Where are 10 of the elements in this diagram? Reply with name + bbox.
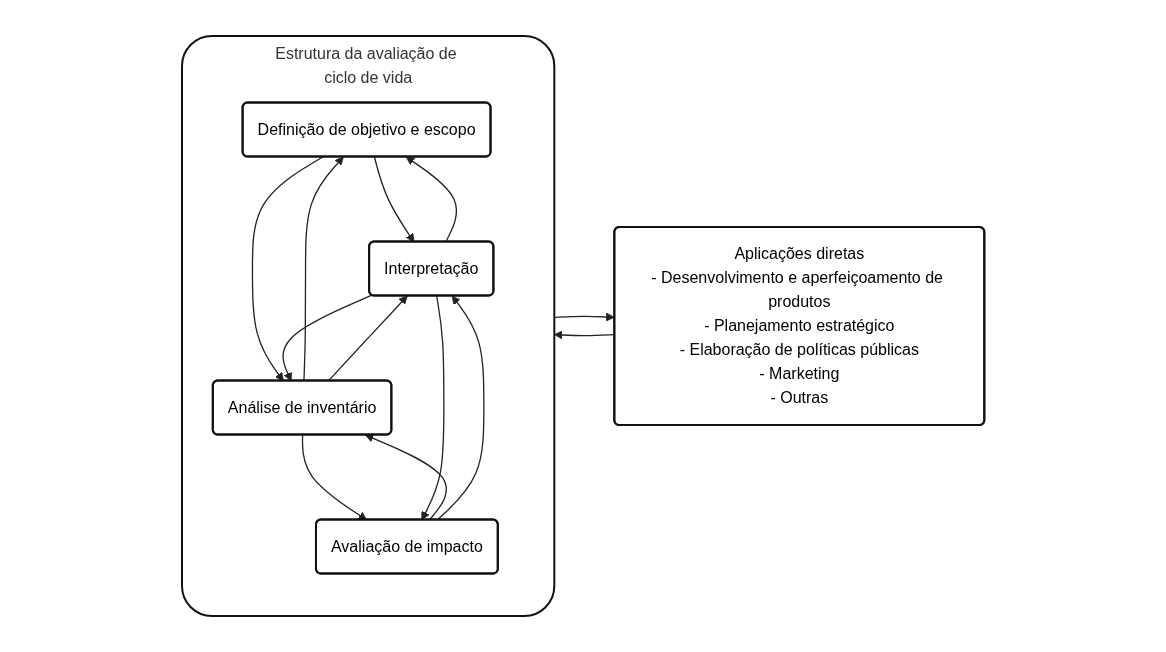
arrow <box>303 156 344 382</box>
arrow <box>327 295 408 382</box>
arrow <box>251 156 324 382</box>
arrow <box>301 434 367 521</box>
arrow <box>436 295 485 521</box>
arrow <box>405 156 457 243</box>
arrow <box>282 294 373 382</box>
arrow <box>421 295 445 521</box>
arrow <box>373 156 415 243</box>
arrow <box>364 434 447 521</box>
